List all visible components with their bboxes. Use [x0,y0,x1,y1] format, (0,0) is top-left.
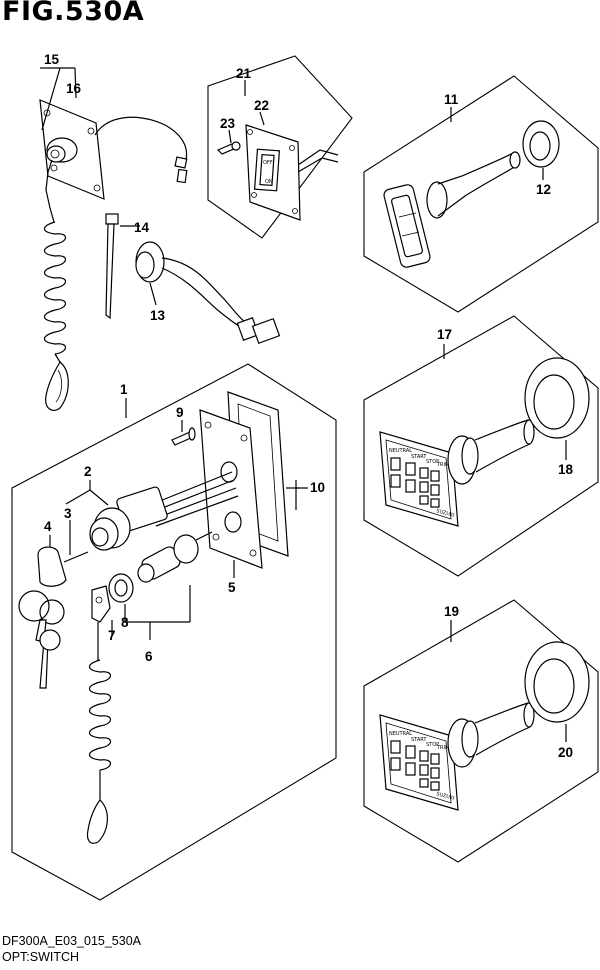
callout-20: 20 [558,745,573,760]
callout-16: 16 [66,81,82,96]
callout-4: 4 [44,519,52,534]
part-group-11 [363,75,599,313]
part-4-keys [18,546,67,689]
panel-17-brand: SUZUKI [435,508,455,519]
figure-code: DF300A_E03_015_530A [2,934,142,948]
part-group-19: NEUTRAL START STOP TRIM SUZUKI [363,599,599,863]
callout-13: 13 [150,308,166,323]
callout-21: 21 [236,66,252,81]
callout-11: 11 [444,92,459,107]
panel-17-label-1: NEUTRAL [389,448,412,454]
part-group-21: OFF ON [207,55,353,239]
callout-23: 23 [220,116,236,131]
callout-6: 6 [145,649,153,664]
callout-17: 17 [437,327,452,342]
part-14-cable-tie [105,213,140,320]
part-5-mounting-plate [199,409,263,569]
part-9-screw [171,427,196,446]
callout-3: 3 [64,506,72,521]
callout-2: 2 [84,464,92,479]
panel-17-label-4: TRIM [436,462,449,468]
callout-9: 9 [176,405,184,420]
switch-off-label: OFF [263,160,273,166]
callout-5: 5 [228,580,236,595]
panel-17-label-3: STOP [426,459,439,465]
part-8-nut [108,573,134,603]
part-2-key-switch [89,471,239,551]
part-3-pin [63,551,89,563]
part-6-stop-switch [137,531,213,583]
callout-7: 7 [108,628,116,643]
figure-title: FIG.530A [2,0,145,27]
leader-2-3-4 [49,480,109,555]
part-group-15 [39,99,188,411]
part-13-switch-harness [135,241,281,344]
callout-15: 15 [44,52,60,67]
leader-15-16 [40,67,77,131]
callout-8: 8 [121,615,129,630]
callout-19: 19 [444,604,459,619]
panel-19-label-2: START [411,737,427,743]
callout-18: 18 [558,462,574,477]
part-7-lanyard [86,585,112,844]
panel-19-label-3: STOP [426,742,439,748]
panel-19-label-4: TRIM [436,745,449,751]
panel-19-label-1: NEUTRAL [389,731,412,737]
panel-19-brand: SUZUKI [435,791,455,802]
figure-name: OPT:SWITCH [2,950,80,964]
callout-14: 14 [134,220,150,235]
callout-10: 10 [310,480,325,495]
callout-1: 1 [120,382,128,397]
callout-12: 12 [536,182,551,197]
panel-17-label-2: START [411,454,427,460]
switch-on-label: ON [265,179,273,185]
part-group-17: NEUTRAL START STOP TRIM SUZUKI [363,315,599,577]
callout-22: 22 [254,98,269,113]
